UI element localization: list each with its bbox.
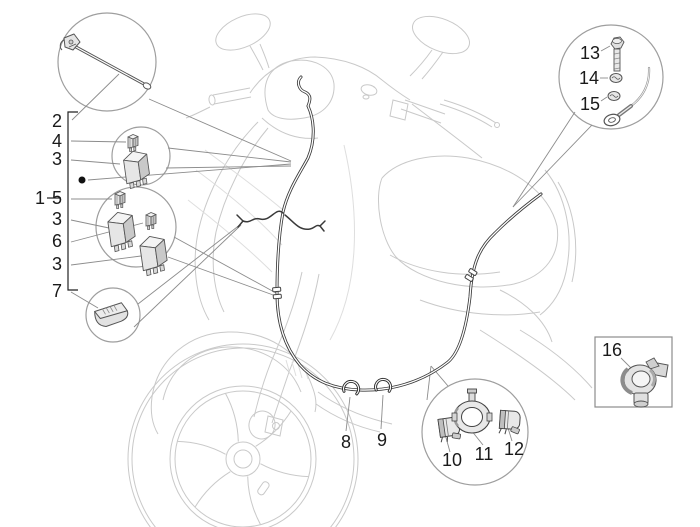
part-11-clamp-ring (451, 388, 493, 434)
callout-6[interactable]: 6 (52, 231, 62, 251)
callout-14[interactable]: 14 (579, 68, 599, 88)
callout-3a[interactable]: 3 (52, 149, 62, 169)
rear-body (377, 103, 593, 401)
callout-8[interactable]: 8 (341, 432, 351, 452)
part-2-drive-cable (59, 33, 152, 90)
part-15-washer (607, 91, 621, 101)
part-7-connector (94, 302, 129, 327)
part-9-cable-clip (374, 377, 393, 393)
callout-9[interactable]: 9 (377, 430, 387, 450)
callout-labels: 2 4 3 1 5 3 6 3 7 8 9 10 11 12 13 14 15 … (35, 43, 622, 470)
detail-circle-part2 (57, 12, 157, 112)
harness-bullet-marker (78, 176, 86, 184)
callout-15[interactable]: 15 (580, 94, 600, 114)
wiring-harness (236, 75, 543, 396)
headlight-shape (264, 59, 335, 120)
part-16-cable-guide-clamp (620, 357, 669, 408)
left-grip (185, 87, 252, 119)
callout-1[interactable]: 1 (35, 188, 45, 208)
front-wheel (127, 343, 359, 527)
scooter-outline (127, 13, 593, 527)
right-grip (389, 99, 500, 128)
callout-16[interactable]: 16 (602, 340, 622, 360)
leader-lines (70, 45, 634, 453)
handlebar-cover (249, 56, 411, 101)
right-mirror (409, 15, 470, 80)
front-fender (150, 331, 317, 435)
callout-bracket (47, 111, 78, 291)
callout-10[interactable]: 10 (442, 450, 462, 470)
callout-3c[interactable]: 3 (52, 254, 62, 274)
callout-2[interactable]: 2 (52, 111, 62, 131)
callout-11[interactable]: 11 (475, 444, 494, 464)
callout-5[interactable]: 5 (52, 188, 62, 208)
part-13-hex-screw (610, 36, 625, 72)
callout-4[interactable]: 4 (52, 131, 62, 151)
part-15-cable-terminal (603, 66, 651, 127)
callout-13[interactable]: 13 (580, 43, 600, 63)
harness-branch-right (284, 214, 326, 232)
callout-7[interactable]: 7 (52, 281, 62, 301)
front-fork (248, 271, 320, 440)
callout-12[interactable]: 12 (504, 439, 524, 459)
left-mirror (215, 13, 271, 71)
harness-fitting (464, 268, 478, 282)
callout-3b[interactable]: 3 (52, 209, 62, 229)
harness-fitting (272, 286, 282, 300)
harness-branch-left (236, 210, 284, 228)
part-14-washer (609, 73, 623, 83)
part-8-cable-clip (342, 379, 361, 396)
